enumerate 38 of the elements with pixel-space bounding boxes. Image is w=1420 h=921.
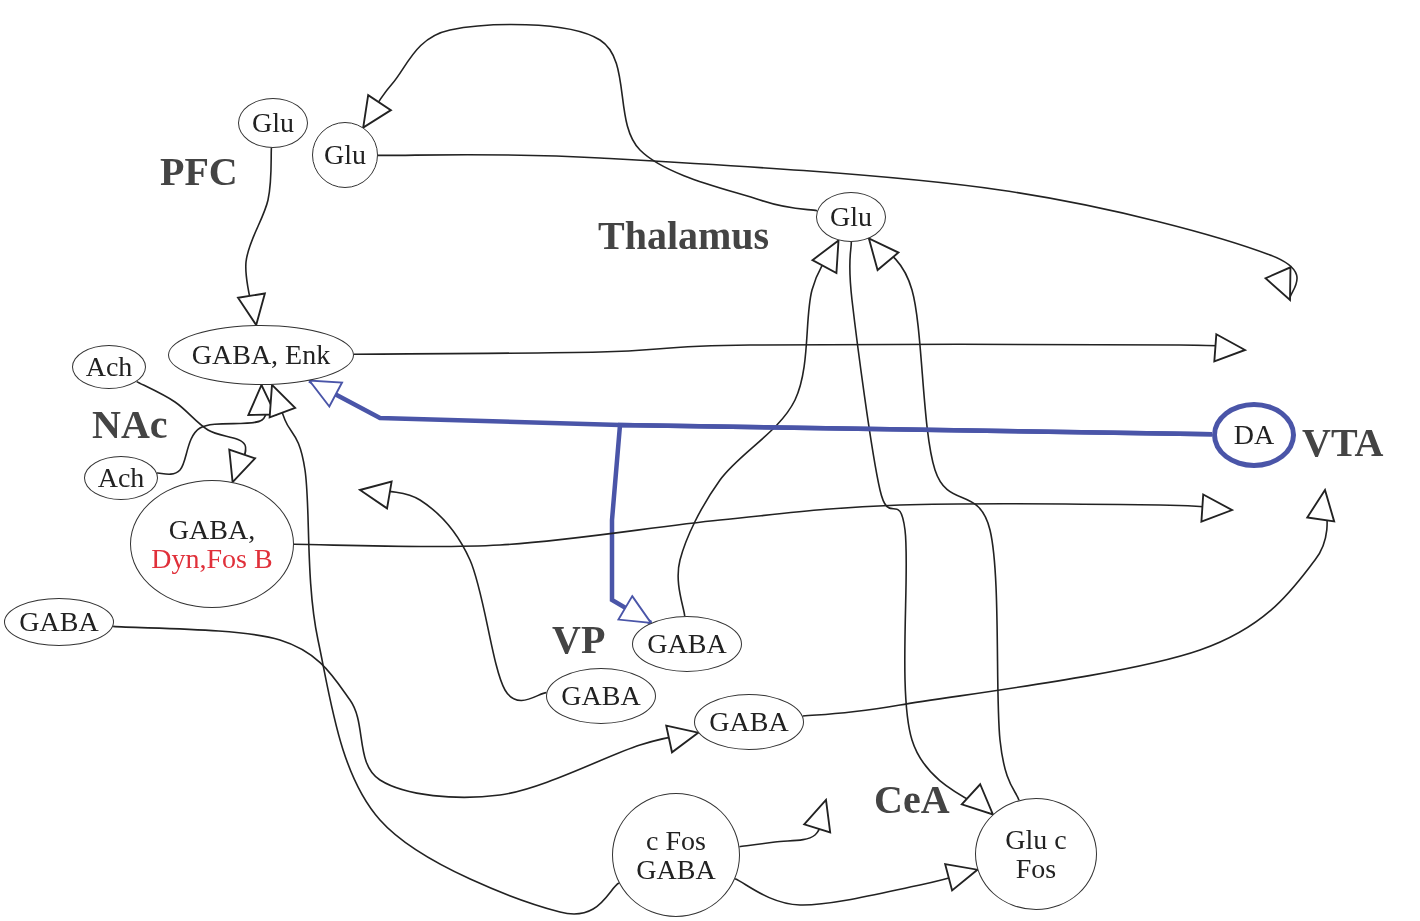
axon-arrow: [738, 799, 834, 848]
region-label: CeA: [874, 780, 950, 820]
cell-label: Ach: [97, 463, 145, 493]
cell-label: GABA: [647, 629, 727, 659]
region-label: PFC: [160, 152, 238, 192]
axon-arrow: [112, 625, 700, 799]
cell-label: Glu c Fos: [1004, 824, 1068, 884]
axon-arrow: [677, 239, 840, 617]
cell-ellipse: [694, 694, 804, 750]
axon-arrow: [268, 383, 620, 915]
axon-arrow: [734, 863, 979, 906]
region-label: VTA: [1302, 423, 1384, 463]
region-label: Thalamus: [598, 216, 770, 256]
cell-label: Ach: [85, 352, 133, 382]
axon-arrow: [362, 23, 818, 212]
cell-label: Glu: [252, 108, 294, 138]
cell-label: c Fos GABA: [635, 825, 717, 885]
cell-label: Glu: [830, 202, 872, 232]
cell-label: DA: [1233, 420, 1275, 450]
axon-arrow: [236, 147, 273, 326]
axon-arrow: [359, 478, 548, 702]
cell-label: Dyn,Fos B: [151, 544, 273, 574]
axon-arrow: [353, 331, 1246, 361]
region-label: NAc: [92, 405, 168, 445]
cell-ellipse: [72, 345, 146, 389]
axon-arrow: [293, 492, 1233, 548]
axon-arrow: [848, 241, 994, 816]
cell-label: Glu: [324, 140, 366, 170]
cell-ellipse: [84, 456, 158, 500]
cell-label: GABA: [561, 681, 641, 711]
cell-label: GABA, Enk: [191, 340, 331, 370]
cell-label: GABA: [19, 607, 99, 637]
axon-arrow: [609, 422, 1213, 625]
region-label: VP: [552, 620, 606, 660]
cell-label: GABA: [709, 707, 789, 737]
axon-arrow: [867, 237, 1020, 801]
cell-label: GABA,: [168, 514, 256, 544]
axon-arrow: [135, 380, 258, 484]
